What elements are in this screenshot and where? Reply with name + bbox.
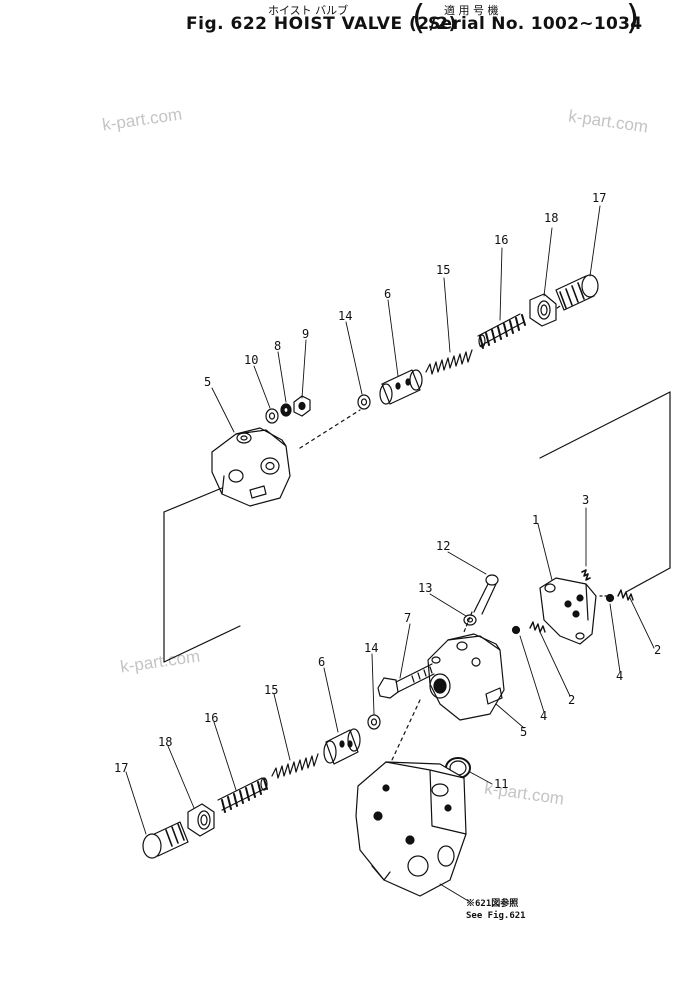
spool-6-lower xyxy=(323,728,361,765)
spring-2-right xyxy=(617,589,634,601)
bolt-7 xyxy=(377,663,435,699)
callout-13: 13 xyxy=(418,581,432,595)
right-paren: ) xyxy=(626,0,640,38)
title-japanese: ホイスト バルブ xyxy=(268,4,349,17)
spring-15-upper xyxy=(425,349,473,375)
plug-17-lower xyxy=(142,821,189,859)
valve-body-upper xyxy=(211,427,291,507)
spring-15-lower xyxy=(271,753,319,779)
serial-japanese: 適 用 号 機 xyxy=(444,4,499,17)
callout-4-left: 4 xyxy=(540,709,547,723)
callout-5-lower: 5 xyxy=(520,725,527,739)
callout-18-upper: 18 xyxy=(544,211,558,225)
callout-17-lower: 17 xyxy=(114,761,128,775)
callout-7: 7 xyxy=(404,611,411,625)
reference-note-jp: ※621図参照 xyxy=(466,897,518,909)
cover-1 xyxy=(539,577,597,645)
spring-2-left xyxy=(529,621,546,633)
ball-4-right xyxy=(605,593,615,603)
callout-10: 10 xyxy=(244,353,258,367)
washer-13 xyxy=(463,614,477,626)
left-paren: ( xyxy=(412,0,426,38)
spool-6-upper xyxy=(379,369,423,405)
bolt-12 xyxy=(473,574,499,615)
callout-3: 3 xyxy=(582,493,589,507)
reference-note-en: See Fig.621 xyxy=(466,910,526,921)
callout-2-left: 2 xyxy=(568,693,575,707)
callout-11: 11 xyxy=(494,777,508,791)
leader-lines xyxy=(125,205,655,903)
callout-2-right: 2 xyxy=(654,643,661,657)
spring-3 xyxy=(581,569,591,581)
serial-range: Serial No. 1002~1034 xyxy=(428,14,643,34)
washer-8 xyxy=(280,403,292,417)
callout-5-upper: 5 xyxy=(204,375,211,389)
spring-16-lower xyxy=(217,777,268,813)
main-valve-block xyxy=(355,761,467,897)
callout-14-upper: 14 xyxy=(338,309,352,323)
callout-9: 9 xyxy=(302,327,309,341)
oring-14-lower xyxy=(367,714,381,730)
ball-4-left xyxy=(511,625,521,635)
callout-15-lower: 15 xyxy=(264,683,278,697)
callout-15-upper: 15 xyxy=(436,263,450,277)
oring-14-upper xyxy=(357,394,371,410)
callout-18-lower: 18 xyxy=(158,735,172,749)
plug-17-upper xyxy=(555,274,599,311)
washer-10-upper xyxy=(265,408,279,424)
nut-18-upper xyxy=(529,293,557,327)
callout-labels: 17 18 16 15 6 14 9 8 10 5 3 1 12 13 7 14… xyxy=(114,191,661,921)
spring-16-upper xyxy=(477,313,526,349)
callout-1: 1 xyxy=(532,513,539,527)
callout-14-lower: 14 xyxy=(364,641,378,655)
callout-16-lower: 16 xyxy=(204,711,218,725)
figure-title: Fig. 622 HOIST VALVE (2/2) xyxy=(186,14,457,34)
callout-8: 8 xyxy=(274,339,281,353)
callout-16-upper: 16 xyxy=(494,233,508,247)
callout-6-lower: 6 xyxy=(318,655,325,669)
nut-18-lower xyxy=(187,803,215,837)
callout-17-upper: 17 xyxy=(592,191,606,205)
callout-4-right: 4 xyxy=(616,669,623,683)
callout-6-upper: 6 xyxy=(384,287,391,301)
connector-lines xyxy=(163,391,671,663)
nut-9 xyxy=(293,395,311,417)
callout-12: 12 xyxy=(436,539,450,553)
valve-body-lower xyxy=(427,633,505,721)
